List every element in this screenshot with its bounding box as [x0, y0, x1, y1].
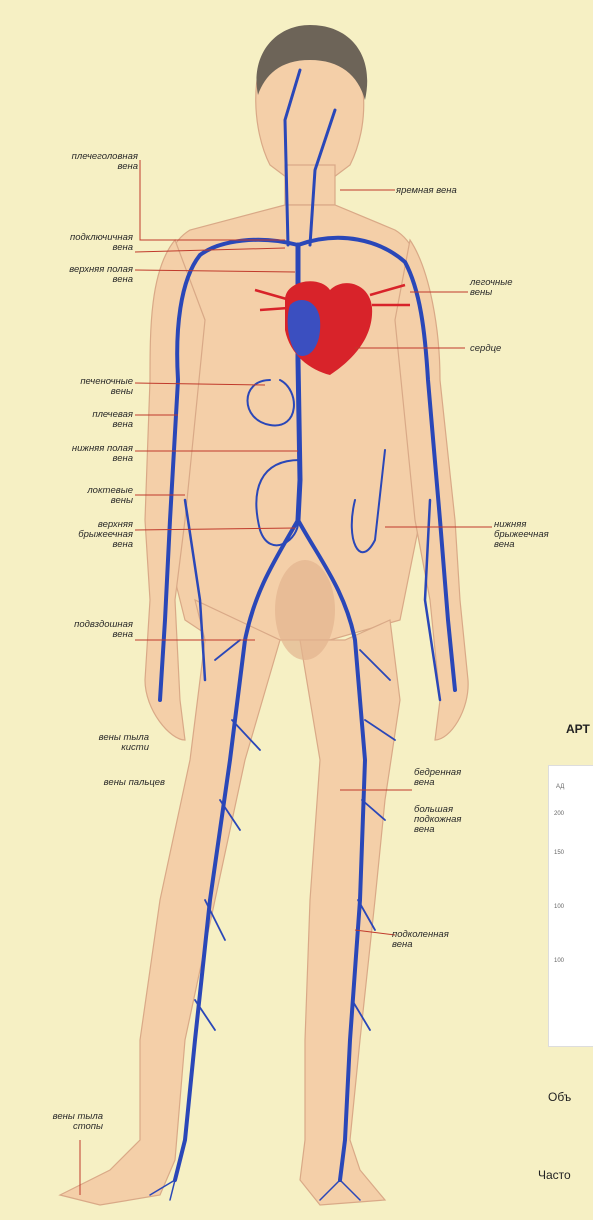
label-pulmonary-veins: легочные вены	[470, 278, 513, 298]
side-footer-2: Часто	[538, 1168, 571, 1182]
side-tick-3: 100	[554, 904, 564, 910]
label-popliteal-vein: подколенная вена	[392, 930, 449, 950]
label-hepatic-veins: печеночные вены	[80, 377, 133, 397]
label-brachiocephalic-vein: плечеголовная вена	[72, 152, 138, 172]
label-heart: сердце	[470, 344, 501, 354]
label-inferior-mesenteric-vein: нижняя брыжеечная вена	[494, 520, 549, 550]
human-body	[60, 26, 468, 1205]
side-panel-title: АРТ	[566, 722, 590, 736]
label-brachial-vein: плечевая вена	[92, 410, 133, 430]
label-finger-veins: вены пальцев	[104, 778, 165, 788]
side-tick-4: 100	[554, 958, 564, 964]
label-great-saphenous-vein: большая подкожная вена	[414, 805, 461, 835]
label-femoral-vein: бедренная вена	[414, 768, 461, 788]
label-superior-mesenteric-vein: верхняя брыжеечная вена	[78, 520, 133, 550]
right-leg	[300, 620, 400, 1205]
label-dorsal-foot-veins: вены тыла стопы	[53, 1112, 103, 1132]
side-tick-2: 150	[554, 850, 564, 856]
label-subclavian-vein: подключичная вена	[70, 233, 133, 253]
label-ulnar-veins: локтевые вены	[87, 486, 133, 506]
groin-shadow	[275, 560, 335, 660]
label-iliac-vein: подвздошная вена	[74, 620, 133, 640]
side-axis-label: АД	[556, 784, 564, 790]
side-tick-1: 200	[554, 811, 564, 817]
side-footer-1: Объ	[548, 1090, 571, 1104]
label-dorsal-hand-veins: вены тыла кисти	[99, 733, 149, 753]
neck	[285, 165, 335, 205]
label-superior-vena-cava: верхняя полая вена	[69, 265, 133, 285]
label-inferior-vena-cava: нижняя полая вена	[72, 444, 133, 464]
side-chart-panel: АД 200 150 100 100	[548, 765, 593, 1047]
label-jugular-vein: яремная вена	[396, 186, 457, 196]
